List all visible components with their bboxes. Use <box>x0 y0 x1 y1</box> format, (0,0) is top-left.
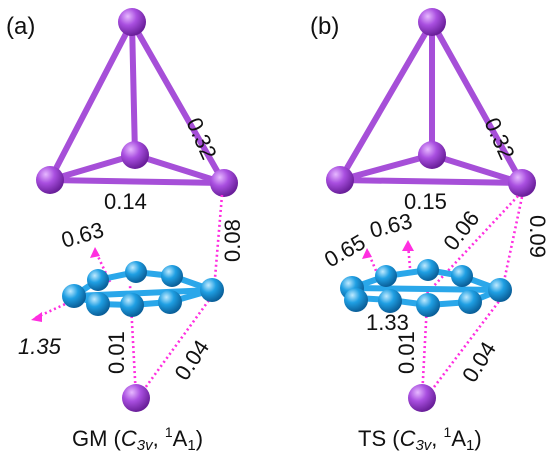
panel-b-ring-bonds <box>348 266 509 309</box>
atom-blue <box>161 265 183 287</box>
atom-blue <box>378 289 402 313</box>
label-edge-top: 0.32 <box>479 114 519 163</box>
label-edge-base: 0.14 <box>104 189 147 214</box>
label-edge-base: 0.15 <box>404 189 447 214</box>
label-ring-side: 1.35 <box>18 334 62 359</box>
label-tet-ring: 0.09 <box>525 215 550 258</box>
label-tet-ring: 0.08 <box>220 219 245 262</box>
panel-a-tetra-atoms <box>36 8 238 197</box>
panel-a-ring-atoms <box>62 261 224 317</box>
panel-b-tetra-bonds <box>337 19 525 186</box>
atom-purple <box>508 169 536 197</box>
atom-blue <box>120 293 144 317</box>
panel-b-tag: (b) <box>310 13 339 40</box>
atom-blue <box>451 265 473 287</box>
atom-purple-bottom <box>122 384 150 412</box>
atom-blue <box>86 292 110 316</box>
arrow-head <box>402 240 414 251</box>
panel-b: (b) <box>310 8 550 454</box>
atom-purple-bottom <box>408 384 436 412</box>
atom-purple <box>121 141 149 169</box>
label-center: 0.01 <box>394 331 419 374</box>
label-diag: 0.04 <box>169 335 214 384</box>
atom-blue <box>488 278 512 302</box>
atom-purple <box>418 8 446 36</box>
atom-purple <box>118 8 146 36</box>
label-center: 0.01 <box>104 331 129 374</box>
atom-blue <box>62 284 86 308</box>
atom-blue <box>375 265 397 287</box>
atom-purple <box>418 141 446 169</box>
atom-blue <box>416 293 440 317</box>
atom-blue <box>87 269 109 291</box>
arrow-head <box>362 248 372 259</box>
panel-a-tag: (a) <box>6 13 35 40</box>
label-ring-center: 1.33 <box>366 310 409 335</box>
atom-blue <box>158 290 182 314</box>
panel-a: (a) <box>6 8 245 454</box>
atom-purple <box>326 166 354 194</box>
label-diag: 0.04 <box>457 337 501 387</box>
panel-b-caption: TS (C3v, 1A1) <box>358 424 482 454</box>
atom-purple <box>36 166 64 194</box>
label-ring-top: 0.63 <box>58 217 106 253</box>
label-ring-top-b: 0.63 <box>367 208 415 243</box>
arrow-head <box>90 247 100 258</box>
label-edge-top: 0.32 <box>181 114 221 163</box>
panel-a-tetra-bonds <box>47 19 227 186</box>
atom-blue <box>125 261 147 283</box>
panel-b-tetra-atoms <box>326 8 536 197</box>
atom-blue <box>417 259 439 281</box>
atom-blue <box>458 290 482 314</box>
atom-purple <box>210 169 238 197</box>
atom-blue <box>200 278 224 302</box>
panel-a-caption: GM (C3v, 1A1) <box>72 424 203 454</box>
panel-b-ring-atoms <box>340 259 512 317</box>
label-ring-top-a: 0.65 <box>320 229 370 272</box>
atom-blue <box>344 288 368 312</box>
arrow-head <box>31 312 42 322</box>
